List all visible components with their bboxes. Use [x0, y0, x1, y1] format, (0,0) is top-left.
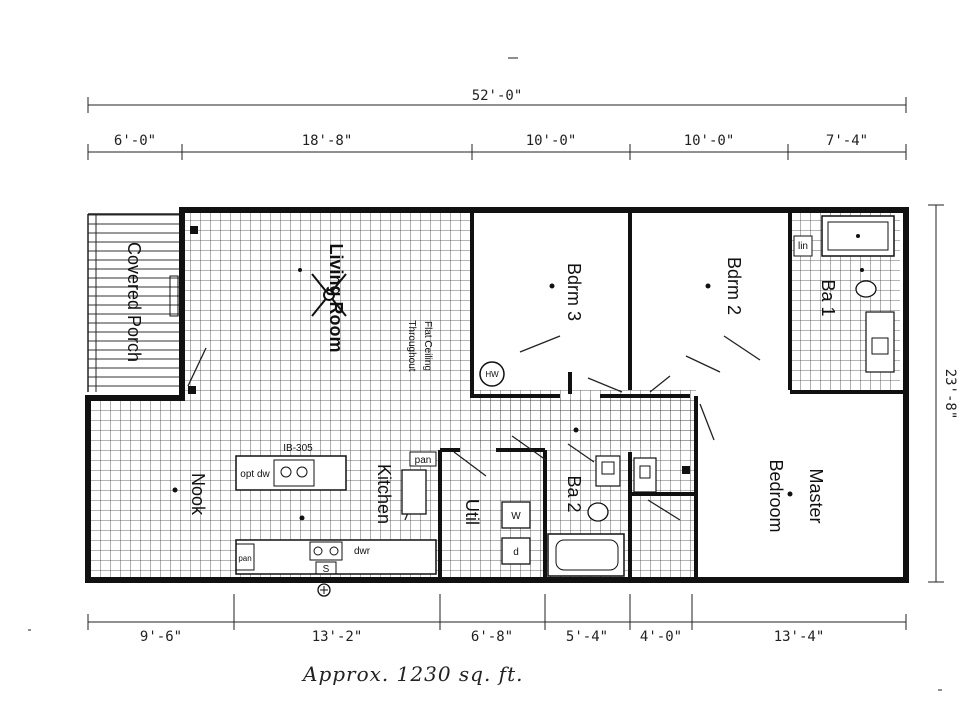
top-dim-2: 10'-0": [526, 133, 577, 149]
ceiling-note-2: Throughout: [406, 320, 417, 371]
ba1-label: Ba 1: [818, 279, 838, 316]
porch-details: [169, 226, 198, 394]
overall-width-dimension: 52'-0": [87, 88, 907, 113]
ceiling-note-1: Flat Ceiling: [422, 321, 433, 371]
opt-dw-label: opt dw: [240, 469, 270, 480]
sink-label: S: [323, 564, 330, 575]
bottom-dimension-row: 9'-6" 13'-2" 6'-8" 5'-4" 4'-0" 13'-4": [87, 594, 907, 645]
bottom-dim-3: 5'-4": [566, 629, 608, 645]
master-label-1: Master: [806, 468, 826, 523]
top-dim-3: 10'-0": [684, 133, 735, 149]
bottom-dim-2: 6'-8": [471, 629, 513, 645]
top-dimension-row: 6'-0" 18'-8" 10'-0" 10'-0" 7'-4": [87, 133, 907, 160]
overall-depth-dimension: 23'-8": [928, 204, 958, 583]
bdrm3-label: Bdrm 3: [564, 263, 584, 321]
ba2-label: Ba 2: [564, 475, 584, 512]
nook-label: Nook: [188, 473, 208, 516]
ceiling-fixtures: [172, 268, 864, 521]
tile-floor: [88, 212, 900, 580]
dwr-label: dwr: [354, 546, 371, 557]
util-label: Util: [462, 499, 482, 525]
ceiling-fan-icon: [311, 273, 347, 317]
living-room-label: Living Room: [326, 244, 346, 353]
pan-lower-label: pan: [238, 554, 251, 563]
dryer-label: d: [513, 547, 519, 558]
master-label-2: Bedroom: [766, 459, 786, 532]
top-dim-0: 6'-0": [114, 133, 156, 149]
pan-upper-label: pan: [415, 455, 432, 466]
washer-label: W: [511, 511, 521, 522]
top-dim-4: 7'-4": [826, 133, 868, 149]
door-swings: [187, 335, 761, 521]
water-heater-label: HW: [485, 370, 499, 379]
interior-walls: [180, 212, 906, 580]
bottom-dim-1: 13'-2": [312, 629, 363, 645]
exterior-walls: [85, 207, 909, 583]
water-heater: HW: [479, 361, 505, 387]
bath1-fixtures: lin: [793, 215, 895, 373]
exterior-outlet-icon: [317, 583, 331, 597]
laundry: W d: [501, 501, 531, 565]
bottom-dim-5: 13'-4": [774, 629, 825, 645]
covered-porch: [87, 213, 182, 392]
top-dim-1: 18'-8": [302, 133, 353, 149]
bath2-fixtures: [547, 455, 690, 577]
covered-porch-label: Covered Porch: [124, 242, 144, 362]
approx-square-footage: Approx. 1230 sq. ft.: [303, 662, 524, 686]
kitchen-counters: opt dw pan S dwr pan IB-305: [235, 443, 437, 575]
overall-depth-label: 23'-8": [942, 369, 958, 420]
linen-label: lin: [798, 241, 808, 252]
bdrm2-label: Bdrm 2: [724, 257, 744, 315]
island-label: IB-305: [283, 443, 313, 454]
bottom-dim-0: 9'-6": [140, 629, 182, 645]
overall-width-label: 52'-0": [472, 88, 523, 104]
kitchen-label: Kitchen: [374, 464, 394, 524]
bottom-dim-4: 4'-0": [640, 629, 682, 645]
scan-marks: [28, 57, 942, 691]
